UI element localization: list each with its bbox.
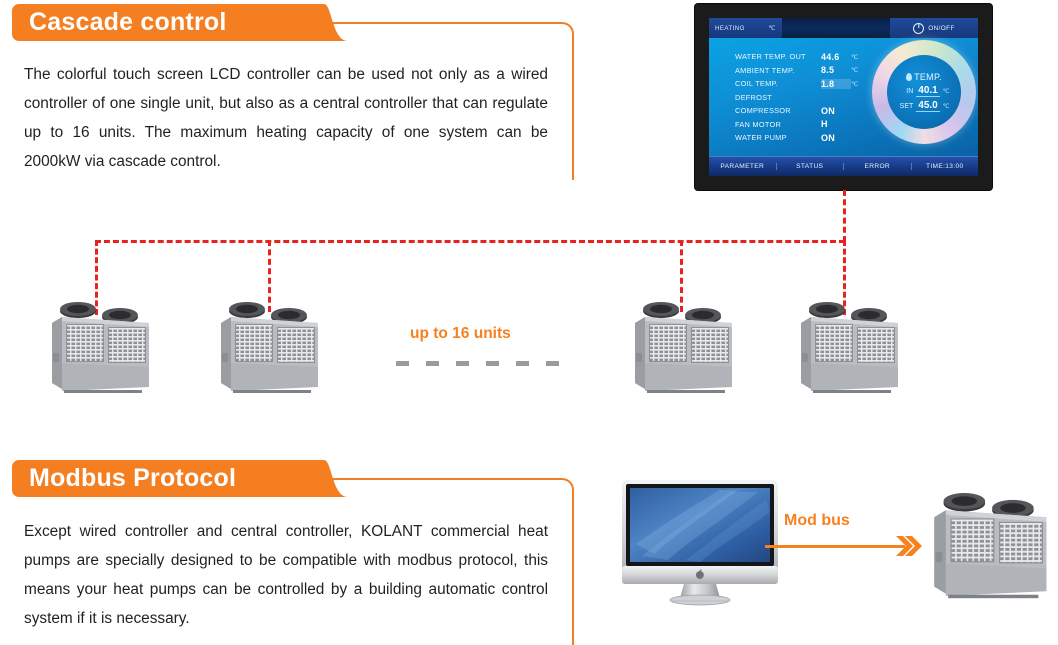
cascade-control-paragraph: The colorful touch screen LCD controller… bbox=[24, 66, 548, 170]
tab-parameter[interactable]: PARAMETER bbox=[709, 163, 777, 170]
readout-label: DEFROST bbox=[735, 92, 773, 102]
cascade-control-tab: Cascade control bbox=[12, 4, 309, 41]
readout-label: COIL TEMP. bbox=[735, 79, 779, 89]
gauge-set-label: SET bbox=[899, 103, 914, 110]
lcd-power-button[interactable]: ON/OFF bbox=[890, 18, 978, 38]
lcd-top-bar: HEATING ℃ ON/OFF bbox=[709, 18, 978, 38]
network-drop-3 bbox=[680, 240, 683, 312]
heat-pump-unit bbox=[793, 297, 908, 397]
gauge-title-row: TEMP. bbox=[906, 72, 942, 82]
readout-value: ON bbox=[821, 105, 835, 116]
modbus-arrow-line bbox=[765, 545, 905, 548]
modbus-arrow-head bbox=[896, 534, 922, 563]
list-item: AMBIENT TEMP. 8.5 ℃ bbox=[735, 64, 859, 78]
list-item: FAN MOTOR H bbox=[735, 118, 859, 132]
gauge-set-unit: ℃ bbox=[942, 103, 950, 110]
network-drop-4 bbox=[843, 240, 846, 315]
readout-value: 1.8 bbox=[821, 78, 851, 89]
lcd-screen[interactable]: HEATING ℃ ON/OFF WATER TEMP. OUT 44.6 ℃ … bbox=[709, 18, 978, 176]
list-item: COIL TEMP. 1.8 ℃ bbox=[735, 77, 859, 91]
dash-mark bbox=[486, 361, 499, 366]
continuation-dashes bbox=[396, 361, 559, 366]
list-item: COMPRESSOR ON bbox=[735, 104, 859, 118]
lcd-bottom-tabs: PARAMETER STATUS ERROR TIME:13:00 bbox=[709, 156, 978, 176]
readout-value: ON bbox=[821, 132, 835, 143]
modbus-tab-tail bbox=[302, 460, 348, 497]
lcd-mode-label: HEATING bbox=[715, 24, 745, 32]
gauge-title: TEMP. bbox=[914, 72, 942, 82]
units-capacity-label: up to 16 units bbox=[410, 325, 511, 342]
water-drop-icon bbox=[906, 73, 913, 81]
modbus-protocol-paragraph: Except wired controller and central cont… bbox=[24, 523, 548, 627]
lcd-power-label: ON/OFF bbox=[928, 24, 955, 32]
gauge-in-row: IN 40.1 ℃ bbox=[898, 85, 950, 97]
list-item: WATER PUMP ON bbox=[735, 131, 859, 145]
cascade-control-title: Cascade control bbox=[29, 8, 227, 36]
gauge-in-unit: ℃ bbox=[942, 88, 950, 95]
readout-value: 8.5 bbox=[821, 65, 835, 76]
dash-mark bbox=[426, 361, 439, 366]
network-link-controller bbox=[843, 190, 846, 242]
gauge-in-value[interactable]: 40.1 bbox=[916, 85, 940, 97]
readout-value: H bbox=[821, 119, 828, 130]
readout-unit: ℃ bbox=[851, 53, 859, 61]
lcd-mode-indicator[interactable]: HEATING ℃ bbox=[709, 18, 782, 38]
lcd-controller[interactable]: HEATING ℃ ON/OFF WATER TEMP. OUT 44.6 ℃ … bbox=[695, 4, 992, 190]
gauge-set-row: SET 45.0 ℃ bbox=[898, 100, 950, 112]
tab-error[interactable]: ERROR bbox=[844, 163, 912, 170]
tab-time: TIME:13:00 bbox=[925, 163, 964, 170]
modbus-protocol-tab: Modbus Protocol bbox=[12, 460, 309, 497]
temperature-gauge: TEMP. IN 40.1 ℃ SET 45.0 ℃ bbox=[872, 40, 976, 144]
power-icon bbox=[913, 22, 925, 34]
gauge-in-label: IN bbox=[906, 88, 914, 95]
readout-value: 44.6 bbox=[821, 51, 840, 62]
dash-mark bbox=[456, 361, 469, 366]
dash-mark bbox=[396, 361, 409, 366]
computer-monitor bbox=[620, 478, 780, 613]
gauge-inner: TEMP. IN 40.1 ℃ SET 45.0 ℃ bbox=[887, 55, 961, 129]
readout-label: AMBIENT TEMP. bbox=[735, 65, 795, 75]
network-drop-2 bbox=[268, 240, 271, 312]
network-drop-1 bbox=[95, 240, 98, 315]
heat-pump-unit bbox=[213, 297, 328, 397]
lcd-readout-list: WATER TEMP. OUT 44.6 ℃ AMBIENT TEMP. 8.5… bbox=[735, 50, 859, 145]
gauge-set-value[interactable]: 45.0 bbox=[916, 100, 940, 112]
dash-mark bbox=[546, 361, 559, 366]
cascade-tab-tail bbox=[302, 4, 348, 41]
heat-pump-unit bbox=[44, 297, 159, 397]
heat-pump-unit bbox=[925, 472, 1058, 618]
tab-status[interactable]: STATUS bbox=[777, 163, 844, 170]
list-item: DEFROST bbox=[735, 91, 859, 105]
readout-unit: ℃ bbox=[851, 67, 859, 75]
readout-label: COMPRESSOR bbox=[735, 106, 791, 116]
readout-unit: ℃ bbox=[851, 80, 859, 88]
modbus-arrow-label: Mod bus bbox=[784, 512, 850, 529]
dash-mark bbox=[516, 361, 529, 366]
readout-label: WATER TEMP. OUT bbox=[735, 52, 806, 62]
modbus-protocol-title: Modbus Protocol bbox=[29, 464, 237, 492]
network-bus-line bbox=[95, 240, 845, 243]
heat-pump-unit bbox=[627, 297, 742, 397]
readout-label: WATER PUMP bbox=[735, 133, 787, 143]
readout-label: FAN MOTOR bbox=[735, 119, 782, 129]
list-item: WATER TEMP. OUT 44.6 ℃ bbox=[735, 50, 859, 64]
lcd-mode-unit: ℃ bbox=[768, 24, 776, 32]
